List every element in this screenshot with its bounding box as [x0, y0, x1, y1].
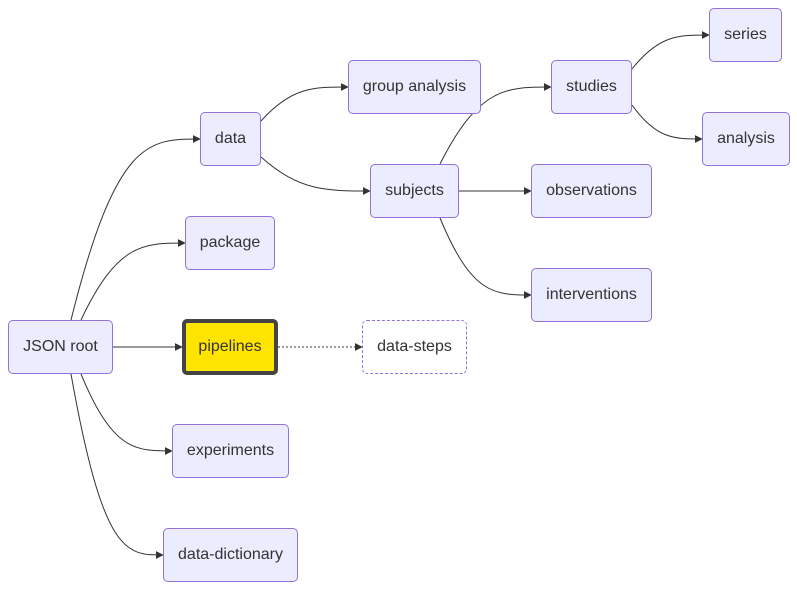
- node-interventions[interactable]: interventions: [531, 268, 652, 322]
- node-studies[interactable]: studies: [551, 60, 632, 114]
- node-json-root[interactable]: JSON root: [8, 320, 113, 374]
- edge-studies-analysis: [631, 104, 703, 143]
- edge-root-experiments: [80, 373, 173, 455]
- node-subjects[interactable]: subjects: [370, 164, 459, 218]
- node-experiments[interactable]: experiments: [172, 424, 289, 478]
- node-observations[interactable]: observations: [531, 164, 652, 218]
- edge-studies-series: [631, 31, 710, 70]
- node-analysis[interactable]: analysis: [702, 112, 790, 166]
- node-pipelines[interactable]: pipelines: [182, 319, 278, 375]
- edge-data-subjects: [260, 156, 371, 195]
- node-data[interactable]: data: [200, 112, 261, 166]
- edge-data-group: [260, 83, 349, 122]
- node-package[interactable]: package: [185, 216, 275, 270]
- node-group-analysis[interactable]: group analysis: [348, 60, 481, 114]
- edge-subjects-studies: [439, 83, 552, 165]
- edge-root-data: [70, 135, 201, 321]
- edge-subjects-int: [439, 217, 532, 299]
- edge-root-package: [80, 239, 186, 321]
- node-data-steps[interactable]: data-steps: [362, 320, 467, 374]
- node-series[interactable]: series: [709, 8, 782, 62]
- node-data-dictionary[interactable]: data-dictionary: [163, 528, 298, 582]
- edge-root-dict: [70, 373, 164, 559]
